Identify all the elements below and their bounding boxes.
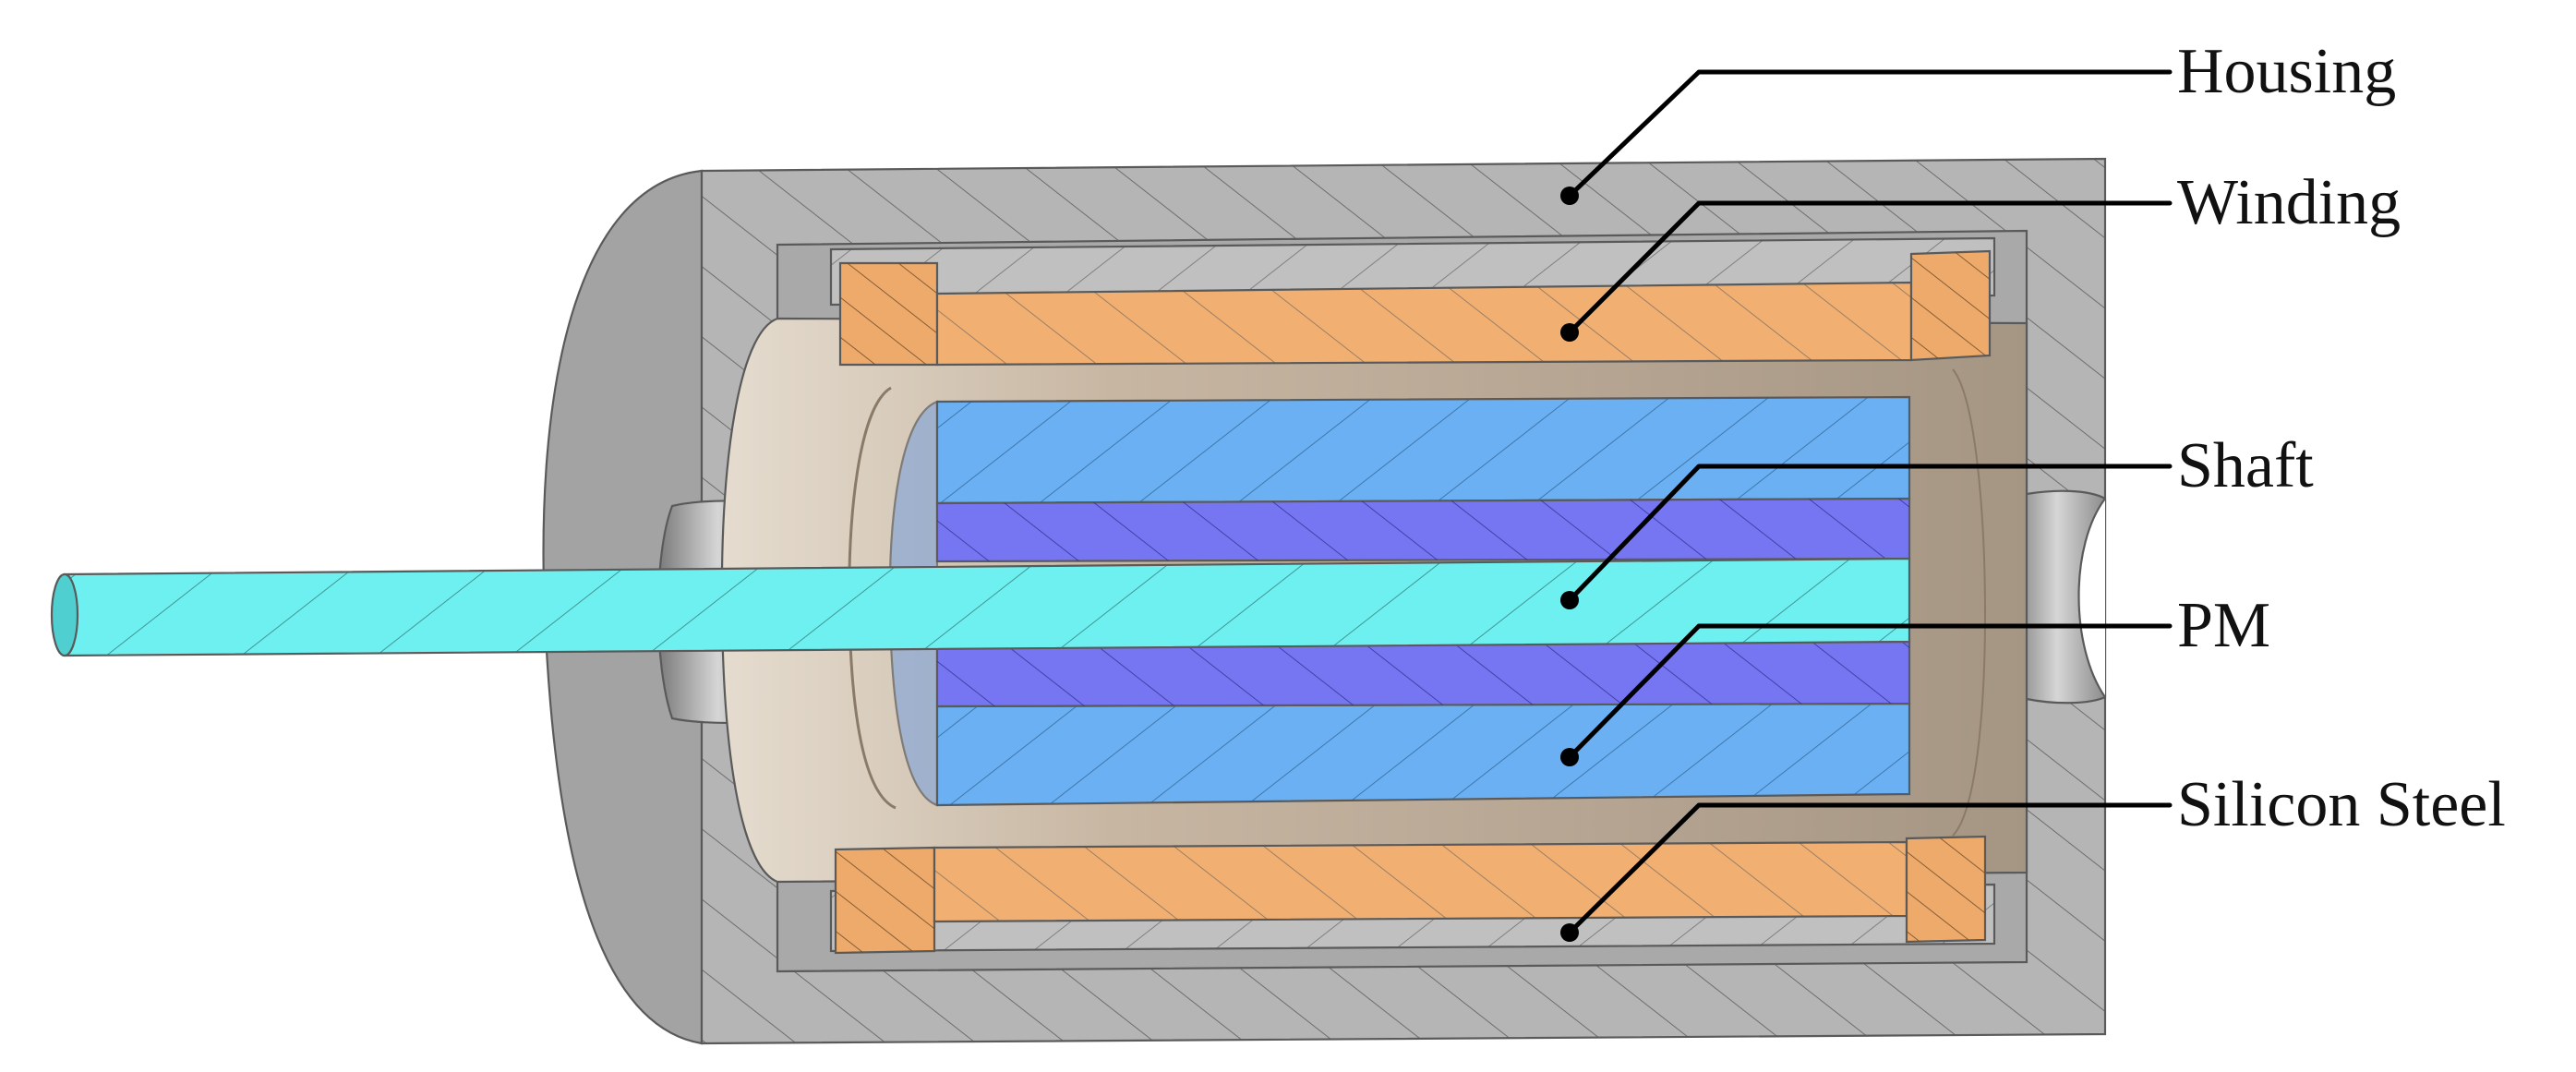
silicon-steel-mover (888, 395, 1911, 807)
winding-top (838, 249, 1992, 367)
winding-bottom (834, 835, 1987, 955)
leader-lines (1560, 69, 2173, 942)
label-winding: Winding (2177, 167, 2401, 238)
label-housing: Housing (2177, 36, 2396, 107)
shaft-part (50, 557, 1911, 657)
label-shaft: Shaft (2177, 430, 2314, 501)
label-pm: PM (2177, 590, 2270, 661)
label-silicon-steel: Silicon Steel (2177, 769, 2506, 840)
